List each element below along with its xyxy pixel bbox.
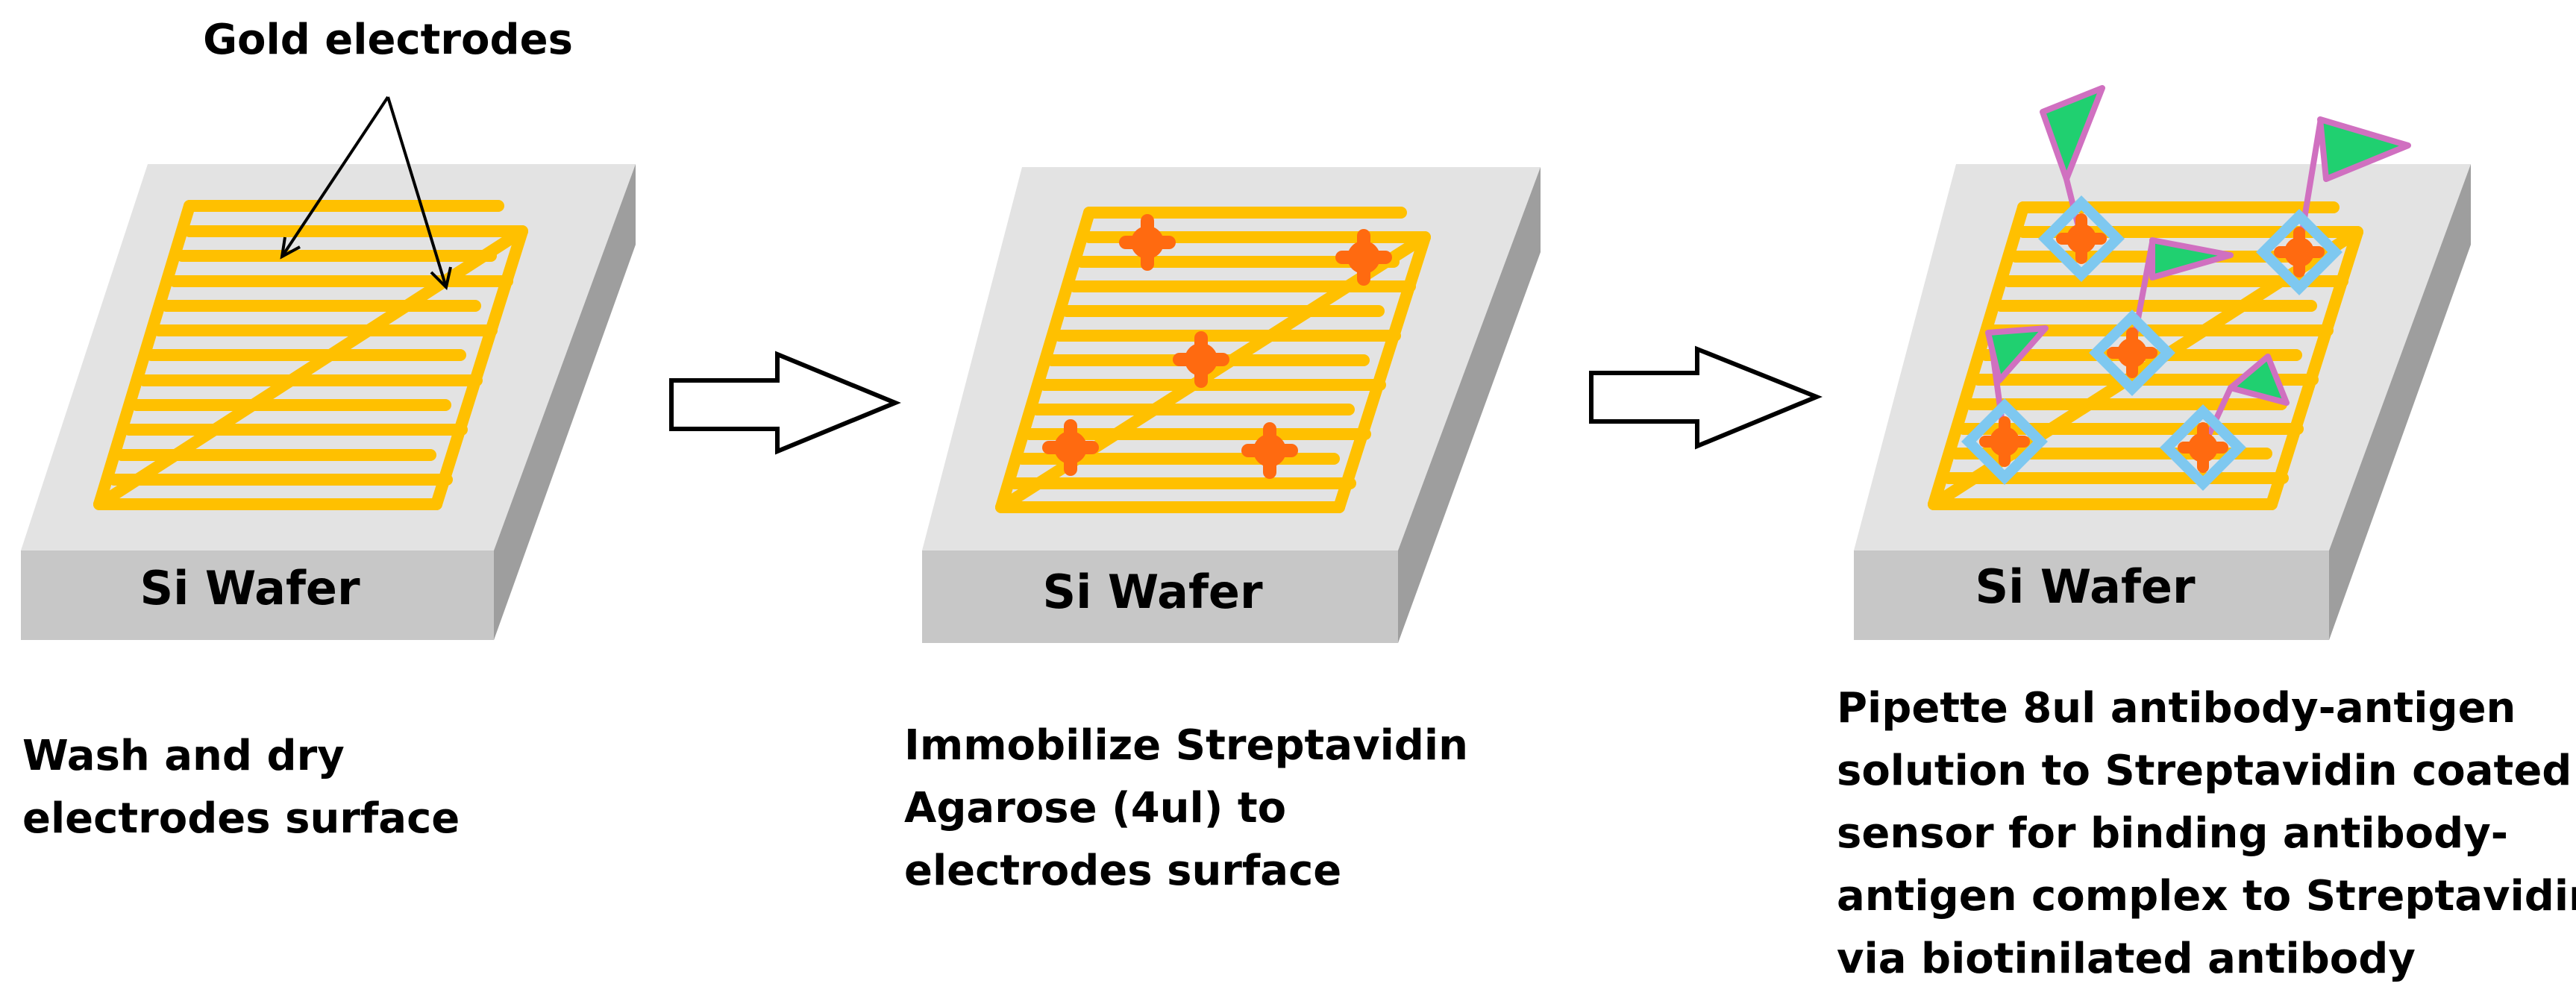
biotin-streptavidin-complex bbox=[2038, 195, 2125, 282]
caption-line: Wash and dry bbox=[22, 732, 345, 780]
biotin-streptavidin-complexes bbox=[1961, 195, 2342, 491]
step-1-sensor: Gold electrodes Si Wafer bbox=[21, 16, 636, 640]
wafer-side-face bbox=[1398, 167, 1541, 643]
streptavidin-bead bbox=[1335, 229, 1392, 286]
caption-line: Immobilize Streptavidin bbox=[904, 721, 1468, 770]
callout-arrow-right bbox=[386, 96, 452, 290]
process-arrow-1 bbox=[669, 351, 901, 455]
gold-electrodes-label: Gold electrodes bbox=[203, 16, 573, 64]
wafer-side-face bbox=[494, 164, 636, 640]
antigen-flag bbox=[2040, 85, 2105, 182]
antigen-flag bbox=[1985, 325, 2049, 383]
caption-line: electrodes surface bbox=[904, 847, 1342, 895]
step-3-sensor: Si Wafer bbox=[1854, 85, 2471, 640]
wafer-label: Si Wafer bbox=[140, 561, 360, 615]
wafer-front-face bbox=[21, 550, 494, 640]
streptavidin-bead bbox=[1241, 422, 1298, 479]
antigen-flag bbox=[2228, 354, 2290, 406]
caption-line: sensor for binding antibody- bbox=[1837, 809, 2508, 858]
streptavidin-bead bbox=[1173, 331, 1229, 388]
biotin-streptavidin-complex bbox=[2089, 310, 2175, 396]
wafer-side-face bbox=[2329, 164, 2471, 640]
antibody-flags bbox=[1985, 85, 2411, 406]
wafer-front-face bbox=[922, 550, 1398, 643]
wafer-label: Si Wafer bbox=[1975, 559, 2196, 614]
gold-electrode-array bbox=[93, 200, 528, 510]
biotin-streptavidin-complex bbox=[1961, 398, 2048, 485]
caption-line: Pipette 8ul antibody-antigen bbox=[1837, 684, 2516, 732]
antigen-flag bbox=[2149, 237, 2234, 280]
biotin-streptavidin-complex bbox=[2160, 404, 2246, 491]
step-2-sensor: Si Wafer bbox=[922, 167, 1541, 643]
streptavidin-agarose-beads bbox=[1042, 214, 1392, 479]
streptavidin-bead bbox=[1119, 214, 1176, 271]
step-2-caption: Immobilize Streptavidin Agarose (4ul) to… bbox=[904, 715, 1468, 903]
caption-line: electrodes surface bbox=[22, 794, 460, 843]
callout-arrow-left bbox=[280, 95, 389, 260]
wafer-front-face bbox=[1854, 550, 2329, 640]
caption-line: antigen complex to Streptavidin bbox=[1837, 872, 2576, 920]
caption-line: Agarose (4ul) to bbox=[904, 784, 1287, 832]
antigen-flag bbox=[2317, 116, 2411, 182]
caption-line: via biotinilated antibody bbox=[1837, 935, 2416, 983]
caption-line: solution to Streptavidin coated bbox=[1837, 747, 2572, 795]
step-3-caption: Pipette 8ul antibody-antigen solution to… bbox=[1837, 677, 2576, 991]
streptavidin-bead bbox=[1042, 419, 1099, 476]
process-arrow-2 bbox=[1589, 345, 1823, 450]
biotin-streptavidin-complex bbox=[2256, 209, 2342, 295]
wafer-label: Si Wafer bbox=[1042, 565, 1263, 619]
step-1-caption: Wash and dry electrodes surface bbox=[22, 725, 460, 850]
